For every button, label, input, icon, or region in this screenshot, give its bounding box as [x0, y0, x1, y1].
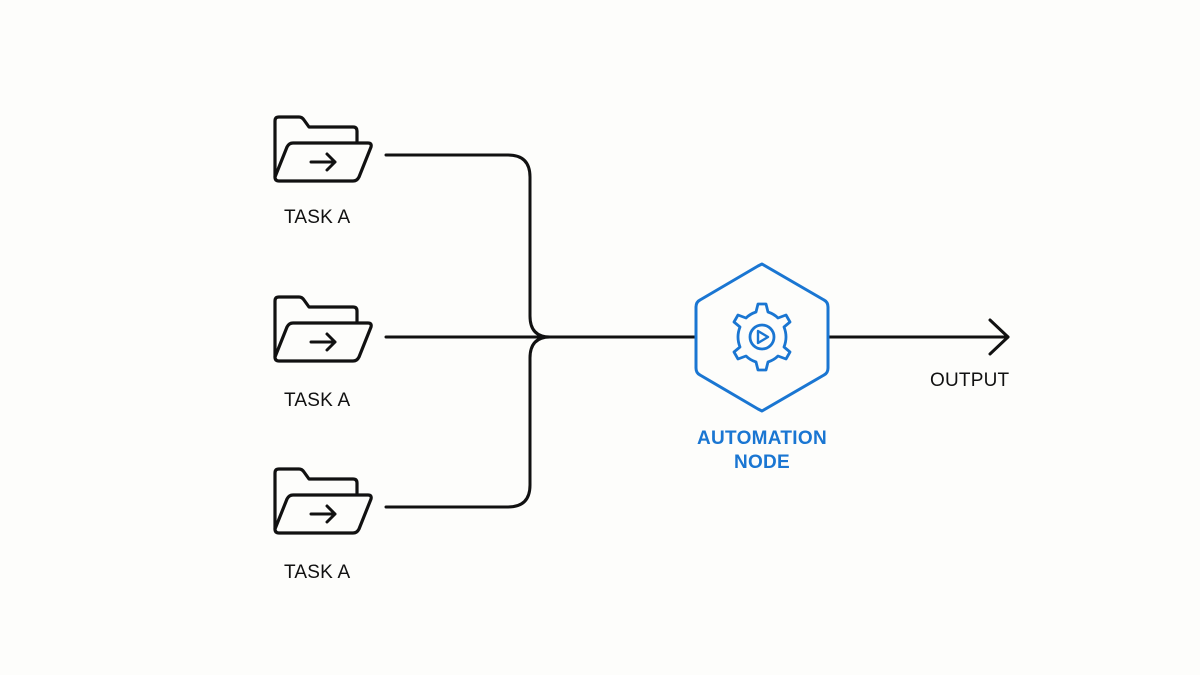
task-label: TASK A	[284, 207, 351, 228]
node-label-line1: AUTOMATION	[696, 428, 827, 449]
hexagon-shape	[694, 262, 830, 413]
folder-arrow-icon	[273, 115, 373, 183]
node-label-line2: NODE	[733, 452, 791, 473]
automation-node	[694, 262, 830, 413]
output-label: OUTPUT	[930, 370, 1010, 391]
task-label: TASK A	[284, 390, 351, 411]
folder-arrow-icon	[273, 467, 373, 535]
connector-bottom	[384, 335, 552, 509]
connector-lines	[384, 153, 1010, 509]
gear-play-icon	[732, 302, 792, 372]
connector-top	[384, 153, 552, 339]
folder-arrow-icon	[273, 295, 373, 363]
task-label: TASK A	[284, 562, 351, 583]
arrow-right-icon	[988, 318, 1010, 356]
automation-node-label: AUTOMATION NODE	[672, 427, 852, 475]
